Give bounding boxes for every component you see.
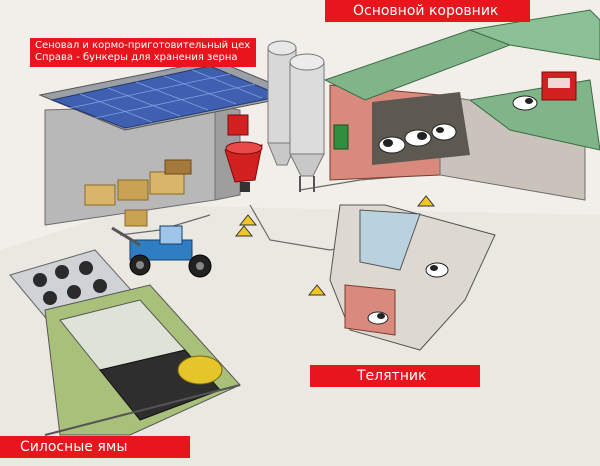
hay-storehouse-label: Сеновал и кормо-приготовительный цех Спр… — [30, 38, 257, 67]
silo-icon — [267, 40, 325, 192]
cow-icon — [367, 262, 449, 325]
silage-pits — [9, 249, 241, 436]
tractor-icon — [111, 225, 212, 278]
cow-icon — [378, 95, 538, 154]
hay-storehouse — [38, 59, 302, 227]
warning-sign-icon — [234, 195, 436, 296]
feed-mixer — [224, 114, 263, 192]
calf-barn-label: Телятник — [310, 365, 480, 387]
hay-label-line1: Сеновал и кормо-приготовительный цех — [35, 40, 251, 51]
main-barn-label: Основной коровник — [325, 0, 530, 22]
hay-label-line2: Справа - бункеры для хранения зерна — [35, 52, 238, 63]
main-cowshed — [323, 9, 600, 201]
hay-bales — [84, 159, 192, 227]
silage-pits-label: Силосные ямы — [0, 436, 190, 458]
calf-barn — [329, 204, 496, 351]
